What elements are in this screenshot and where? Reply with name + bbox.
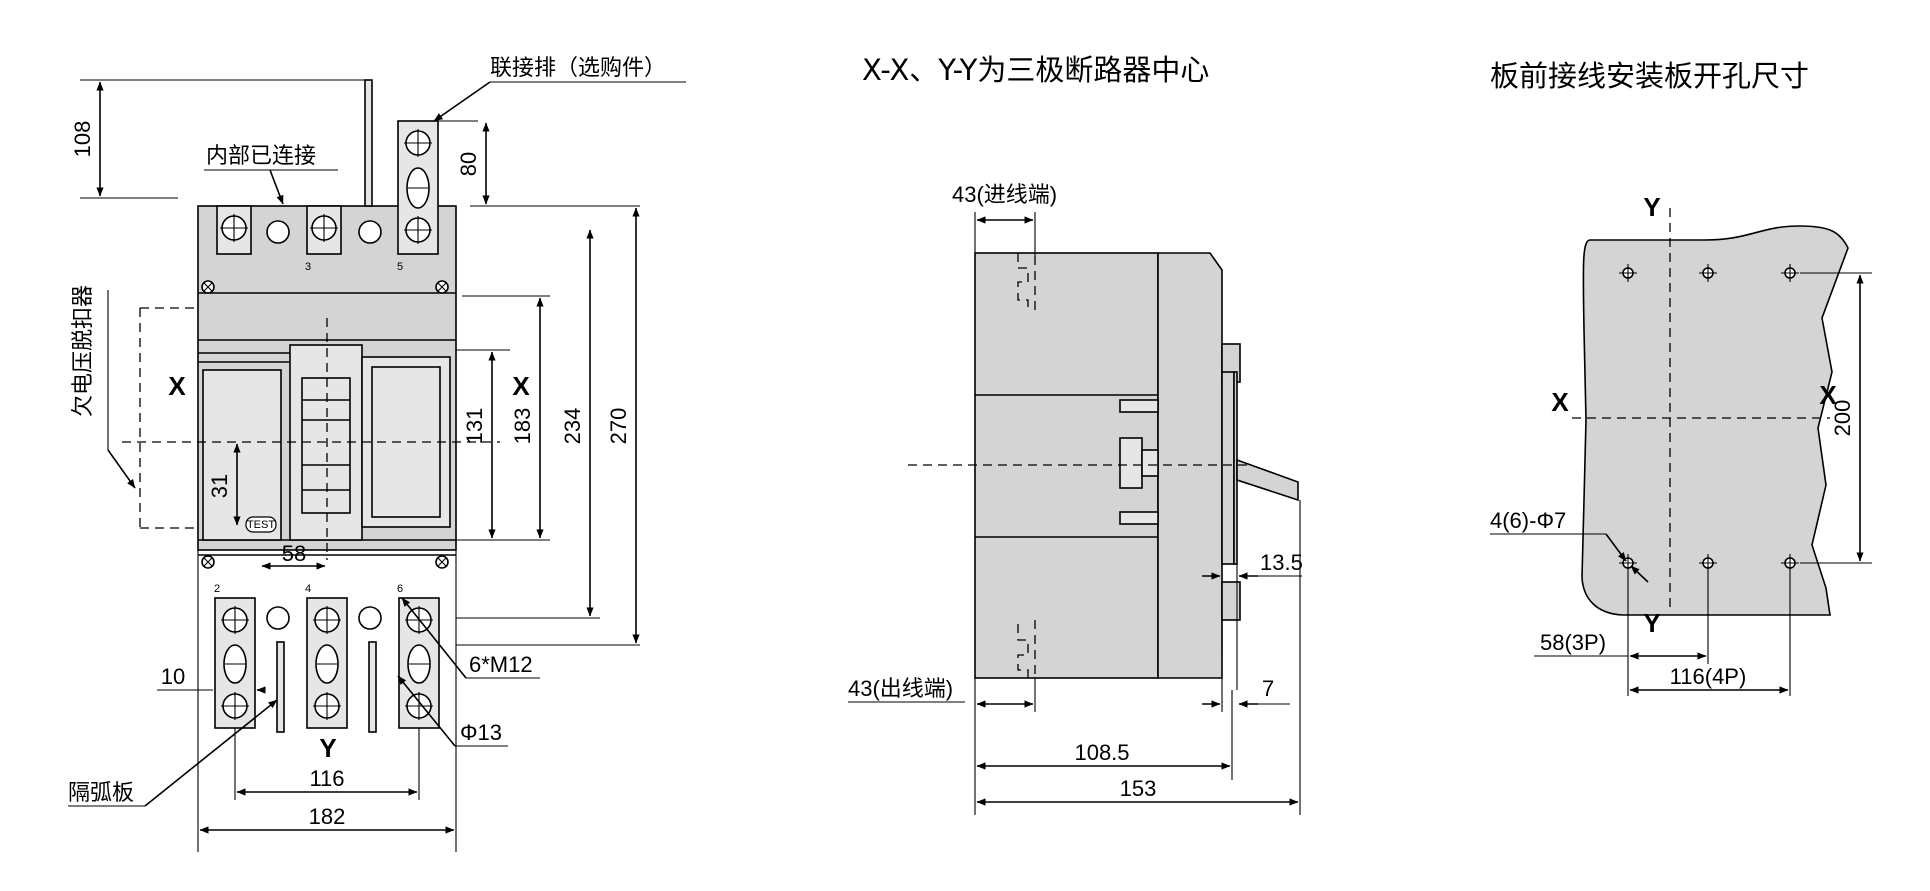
dim-80: 80 (456, 152, 481, 176)
front-view: TEST (68, 55, 686, 852)
terminal-number-2: 2 (214, 583, 220, 595)
terminal-number-5: 5 (397, 261, 403, 273)
terminal-number-6: 6 (397, 583, 403, 595)
panel-axis-y-bottom: Y (1643, 608, 1660, 638)
side-view-title: X-X、Y-Y为三极断路器中心 (862, 53, 1209, 87)
test-label: TEST (247, 519, 275, 531)
callout-bolt-m12: 6*M12 (469, 652, 533, 677)
dim-153: 153 (1120, 776, 1157, 801)
terminal-number-3: 3 (305, 261, 311, 273)
dim-108-5: 108.5 (1074, 740, 1129, 765)
terminal-number-4: 4 (305, 583, 311, 595)
dim-200: 200 (1830, 400, 1855, 437)
callout-busbar: 联接排（选购件） (490, 55, 666, 80)
dim-116-4p: 116(4P) (1670, 664, 1747, 689)
panel-axis-x-left: X (1551, 387, 1569, 417)
dim-131: 131 (462, 408, 487, 445)
dim-182: 182 (309, 804, 346, 829)
callout-arc-barrier: 隔弧板 (68, 780, 134, 805)
callout-hole-4-6-phi7: 4(6)-Φ7 (1490, 508, 1566, 533)
dim-58: 58 (282, 541, 306, 566)
upper-terminals (216, 205, 382, 255)
callout-undervoltage-release: 欠电压脱扣器 (70, 285, 95, 417)
callout-hole-phi13: Φ13 (460, 720, 502, 745)
lower-terminals (214, 597, 440, 733)
front-axis-y-bottom: Y (319, 733, 336, 763)
panel-axis-x-right: X (1819, 380, 1837, 410)
dim-183: 183 (510, 408, 535, 445)
dim-31: 31 (207, 474, 232, 498)
front-axis-x-left: X (168, 371, 186, 401)
busbar-top (364, 79, 439, 255)
dim-108: 108 (70, 121, 95, 158)
dim-234: 234 (560, 408, 585, 445)
mounting-panel (1581, 225, 1849, 616)
dim-7: 7 (1262, 676, 1274, 701)
side-view: X-X、Y-Y为三极断路器中心 43(进线端) 43(出线端) (848, 53, 1303, 815)
dim-43-incoming: 43(进线端) (952, 182, 1057, 207)
dim-116: 116 (309, 766, 344, 791)
dim-10: 10 (161, 664, 185, 689)
front-axis-x-right: X (512, 371, 530, 401)
dim-43-outgoing: 43(出线端) (848, 676, 953, 701)
dim-58-3p: 58(3P) (1540, 630, 1606, 655)
panel-view-title: 板前接线安装板开孔尺寸 (1490, 59, 1809, 93)
panel-view: 板前接线安装板开孔尺寸 Y Y X X 200 4(6)-Φ7 (1490, 59, 1872, 696)
dim-270: 270 (606, 408, 631, 445)
dim-13-5: 13.5 (1260, 550, 1303, 575)
callout-internal-connection: 内部已连接 (206, 143, 316, 168)
panel-axis-y-top: Y (1643, 192, 1660, 222)
